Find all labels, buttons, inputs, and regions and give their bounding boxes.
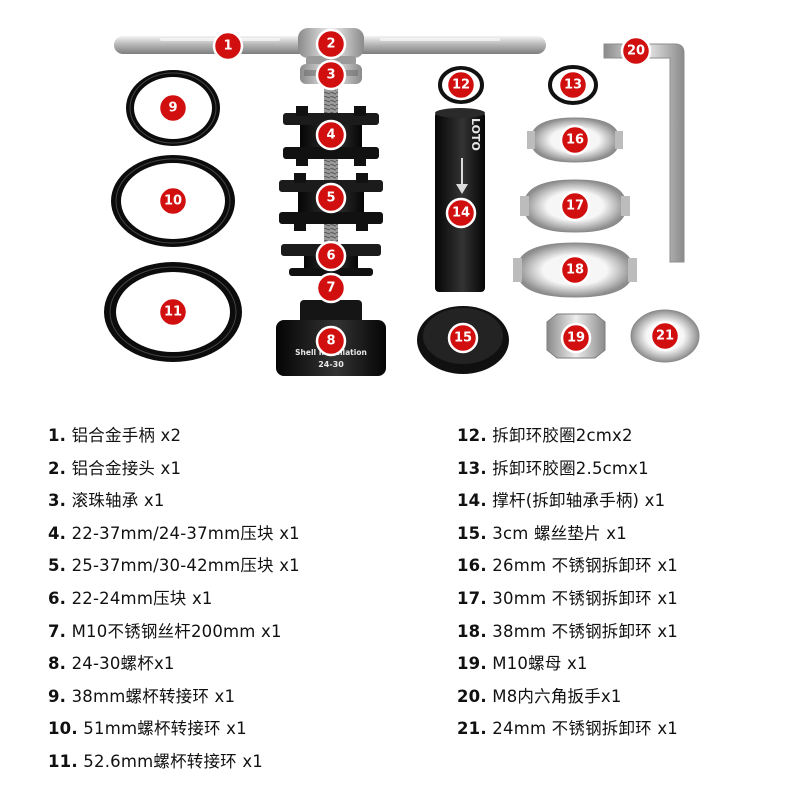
list-item: 7. M10不锈钢丝杆200mm x1 <box>48 621 282 641</box>
svg-text:11: 11 <box>164 305 182 320</box>
callout-badge-7: 7 <box>315 272 347 304</box>
brand-logo: LOTO <box>469 118 482 151</box>
o-ring-2-5cm <box>548 65 598 105</box>
list-item: 18. 38mm 不锈钢拆卸环 x1 <box>457 621 678 641</box>
list-item: 4. 22-37mm/24-37mm压块 x1 <box>48 523 300 543</box>
svg-text:6: 6 <box>326 249 335 264</box>
callout-badge-17: 17 <box>559 190 591 222</box>
callout-badge-14: 14 <box>445 197 477 229</box>
parts-list-right-column: 12. 拆卸环胶圈2cmx2 13. 拆卸环胶圈2.5cmx1 14. 撑杆(拆… <box>457 420 678 746</box>
list-item: 13. 拆卸环胶圈2.5cmx1 <box>457 458 649 478</box>
list-item: 6. 22-24mm压块 x1 <box>48 588 213 608</box>
callout-badge-2: 2 <box>315 28 347 60</box>
svg-text:5: 5 <box>326 191 335 206</box>
svg-text:7: 7 <box>326 281 335 296</box>
o-ring-2cm <box>438 66 484 104</box>
svg-text:21: 21 <box>656 329 674 344</box>
svg-text:18: 18 <box>566 263 584 278</box>
svg-text:15: 15 <box>454 331 472 346</box>
list-item: 5. 25-37mm/30-42mm压块 x1 <box>48 556 300 576</box>
hex-key <box>603 43 685 263</box>
callout-badge-1: 1 <box>212 30 244 62</box>
svg-text:14: 14 <box>452 206 470 221</box>
list-item: 21. 24mm 不锈钢拆卸环 x1 <box>457 719 678 739</box>
svg-text:9: 9 <box>168 101 177 116</box>
callout-badge-21: 21 <box>649 320 681 352</box>
svg-text:12: 12 <box>452 78 470 93</box>
callout-badge-20: 20 <box>620 35 652 67</box>
svg-text:1: 1 <box>223 39 232 54</box>
list-item: 3. 滚珠轴承 x1 <box>48 491 165 511</box>
svg-text:16: 16 <box>566 133 584 148</box>
callout-badge-4: 4 <box>315 119 347 151</box>
list-item: 1. 铝合金手柄 x2 <box>48 426 182 445</box>
svg-text:2: 2 <box>326 37 335 52</box>
callout-badge-5: 5 <box>315 182 347 214</box>
parts-list-left-column: 1. 铝合金手柄 x2 2. 铝合金接头 x1 3. 滚珠轴承 x1 4. 22… <box>48 420 300 779</box>
svg-text:10: 10 <box>164 194 182 209</box>
callout-badge-10: 10 <box>157 185 189 217</box>
list-item: 2. 铝合金接头 x1 <box>48 458 182 478</box>
list-item: 9. 38mm螺杯转接环 x1 <box>48 686 236 706</box>
svg-text:13: 13 <box>564 78 582 93</box>
svg-text:4: 4 <box>326 128 335 143</box>
list-item: 16. 26mm 不锈钢拆卸环 x1 <box>457 556 678 576</box>
svg-text:3: 3 <box>326 68 335 83</box>
list-item: 11. 52.6mm螺杯转接环 x1 <box>48 751 263 771</box>
list-item: 17. 30mm 不锈钢拆卸环 x1 <box>457 588 678 608</box>
callout-badge-3: 3 <box>315 59 347 91</box>
list-item: 20. M8内六角扳手x1 <box>457 686 622 706</box>
callout-badge-18: 18 <box>559 254 591 286</box>
list-item: 12. 拆卸环胶圈2cmx2 <box>457 426 633 445</box>
list-item: 8. 24-30螺杯x1 <box>48 654 175 674</box>
svg-text:20: 20 <box>627 44 645 59</box>
cup-label-line2: 24-30 <box>318 360 344 369</box>
callout-badge-13: 13 <box>557 69 589 101</box>
list-item: 15. 3cm 螺丝垫片 x1 <box>457 523 627 543</box>
callout-badge-11: 11 <box>157 296 189 328</box>
callout-badge-15: 15 <box>447 322 479 354</box>
callout-badge-8: 8 <box>315 325 347 357</box>
svg-text:17: 17 <box>566 199 584 214</box>
parts-list: 1. 铝合金手柄 x2 2. 铝合金接头 x1 3. 滚珠轴承 x1 4. 22… <box>0 420 800 800</box>
tool-kit-illustration: Shell Installation 24-30 LOTO <box>104 28 700 376</box>
callout-badge-6: 6 <box>315 240 347 272</box>
callout-badge-12: 12 <box>445 69 477 101</box>
callout-badge-9: 9 <box>157 92 189 124</box>
list-item: 14. 撑杆(拆卸轴承手柄) x1 <box>457 491 666 511</box>
svg-text:8: 8 <box>326 334 335 349</box>
list-item: 10. 51mm螺杯转接环 x1 <box>48 719 247 739</box>
callout-badge-19: 19 <box>560 322 592 354</box>
callout-badge-16: 16 <box>559 124 591 156</box>
svg-text:19: 19 <box>567 331 585 346</box>
list-item: 19. M10螺母 x1 <box>457 654 588 674</box>
